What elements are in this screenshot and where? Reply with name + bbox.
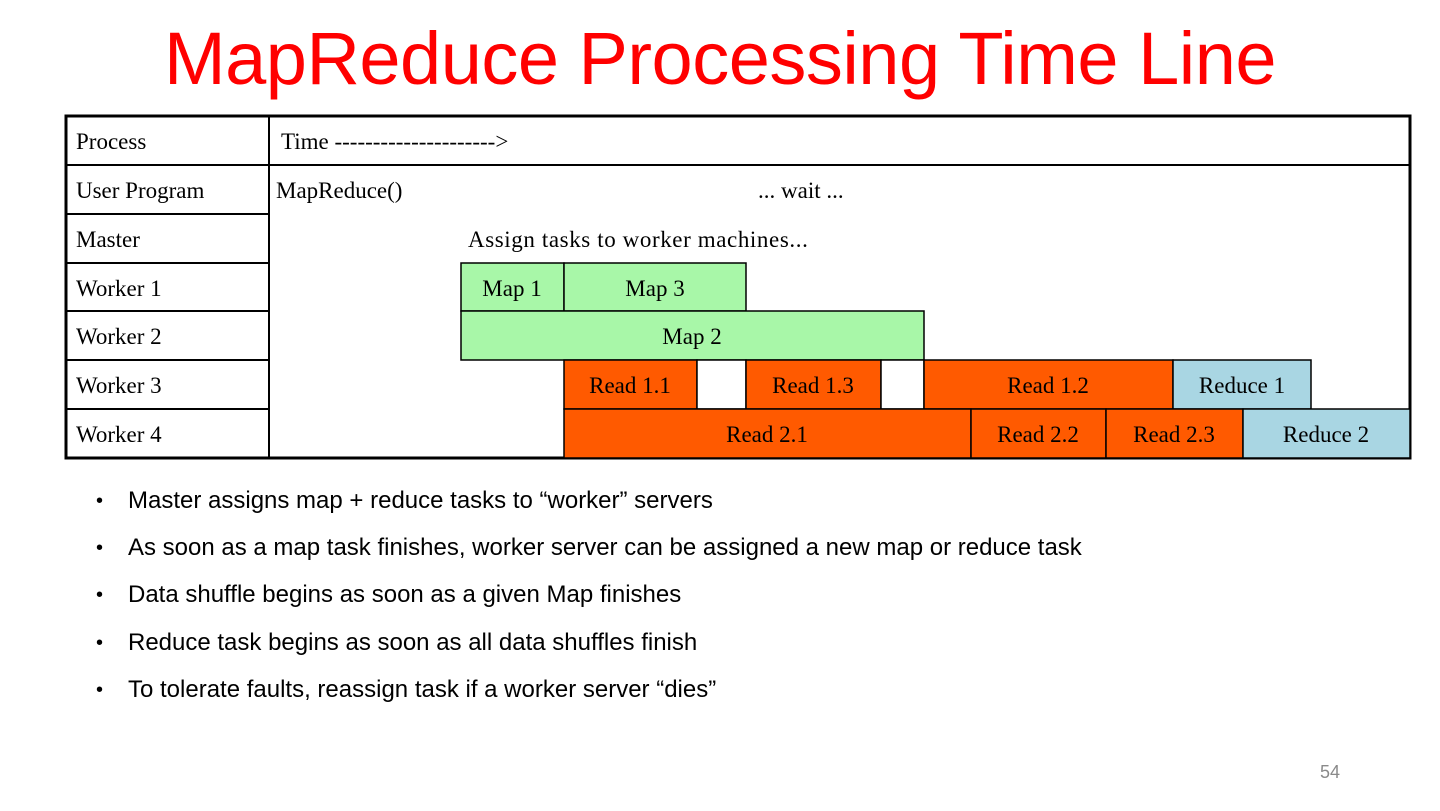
user-program-wait: ... wait ... [758, 178, 844, 203]
idle-gap [696, 359, 747, 410]
label-map-2: Map 2 [662, 324, 721, 349]
label-reduce-1: Reduce 1 [1199, 373, 1285, 398]
bullet-dot-icon: • [96, 678, 104, 701]
task-map-2 [460, 310, 925, 361]
label-read-1-1: Read 1.1 [589, 373, 671, 398]
header-process: Process [76, 129, 146, 154]
label-read-2-3: Read 2.3 [1133, 422, 1215, 447]
label-map-3: Map 3 [625, 276, 684, 301]
bullet-text: As soon as a map task finishes, worker s… [128, 534, 1082, 562]
task-reduce-2 [1242, 408, 1411, 459]
task-read-2-1 [563, 408, 972, 459]
row-label-master: Master [76, 227, 140, 252]
task-read-1-2 [923, 359, 1174, 410]
label-read-2-1: Read 2.1 [726, 422, 808, 447]
task-bars [460, 262, 1411, 459]
bullet-text: Reduce task begins as soon as all data s… [128, 628, 698, 656]
bullet-item: • Data shuffle begins as soon as a given … [96, 572, 1396, 619]
row-label-worker-2: Worker 2 [76, 324, 162, 349]
task-read-1-1 [563, 359, 698, 410]
task-read-1-3 [745, 359, 882, 410]
task-read-2-2 [970, 408, 1107, 459]
label-read-1-2: Read 1.2 [1007, 373, 1089, 398]
row-label-worker-4: Worker 4 [76, 422, 162, 447]
bullet-item: • Master assigns map + reduce tasks to “w… [96, 478, 1396, 525]
label-read-1-3: Read 1.3 [772, 373, 854, 398]
row-label-worker-3: Worker 3 [76, 373, 162, 398]
header-time: Time ---------------------> [281, 129, 508, 154]
bullet-text: Master assigns map + reduce tasks to “wo… [128, 487, 713, 514]
row-label-worker-1: Worker 1 [76, 276, 162, 301]
task-map-3 [563, 262, 747, 312]
bullet-dot-icon: • [96, 584, 104, 607]
idle-gap [880, 359, 925, 410]
bullet-text: To tolerate faults, reassign task if a w… [128, 675, 717, 703]
task-read-2-3 [1105, 408, 1244, 459]
master-note: Assign tasks to worker machines... [468, 227, 808, 252]
slide-title: MapReduce Processing Time Line [163, 17, 1277, 100]
page-number: 54 [1319, 762, 1340, 782]
bullet-dot-icon: • [96, 490, 104, 512]
label-read-2-2: Read 2.2 [997, 422, 1079, 447]
task-map-1 [460, 262, 565, 312]
bullet-list: • Master assigns map + reduce tasks to “w… [96, 478, 1396, 714]
bullet-dot-icon: • [96, 537, 104, 560]
bullet-text: Data shuffle begins as soon as a given M… [128, 581, 682, 609]
bullet-item: • Reduce task begins as soon as all data … [96, 620, 1396, 667]
bullet-dot-icon: • [96, 631, 104, 654]
bullet-item: • As soon as a map task finishes, worker … [96, 525, 1396, 572]
user-program-call: MapReduce() [276, 178, 402, 203]
row-label-user-program: User Program [76, 178, 204, 203]
bullet-item: • To tolerate faults, reassign task if a … [96, 667, 1396, 714]
label-map-1: Map 1 [482, 276, 541, 301]
label-reduce-2: Reduce 2 [1283, 422, 1369, 447]
task-labels: Map 1 Map 3 Map 2 Read 1.1 Read 1.3 Read… [482, 276, 1369, 447]
